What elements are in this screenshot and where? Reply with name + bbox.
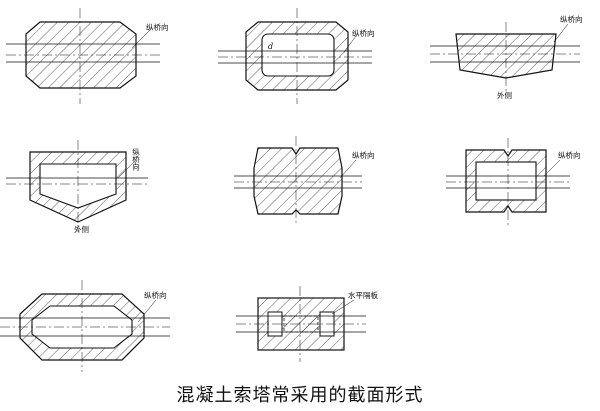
section-solid-notched: 纵桥向 <box>234 136 375 226</box>
label-outer-side-1: 外侧 <box>497 90 512 100</box>
label-longitudinal-1: 纵桥向 <box>146 22 169 32</box>
label-longitudinal-2: 纵桥向 <box>352 28 375 38</box>
label-longitudinal-4: 纵桥向 <box>131 148 140 171</box>
section-solid-rounded-rect: 纵桥向 <box>6 8 169 104</box>
label-horizontal-diaphragm: 水平隔板 <box>348 290 378 300</box>
section-solid-tapered: 纵桥向 外侧 <box>430 14 583 100</box>
section-hollow-chamfered-rect: d 纵桥向 <box>218 8 375 104</box>
section-hollow-notched: 纵桥向 <box>446 138 581 226</box>
label-longitudinal-7: 纵桥向 <box>144 290 167 300</box>
label-longitudinal-3: 纵桥向 <box>560 14 583 24</box>
label-longitudinal-6: 纵桥向 <box>558 150 581 160</box>
label-outer-side-2: 外侧 <box>74 224 89 234</box>
section-hollow-pointed-bottom: 纵桥向 外侧 <box>6 140 148 234</box>
label-longitudinal-5: 纵桥向 <box>352 150 375 160</box>
d-symbol: d <box>268 42 273 51</box>
figure-caption: 混凝土索塔常采用的截面形式 <box>176 385 424 406</box>
section-hollow-octagon: 纵桥向 <box>0 280 170 372</box>
section-diaphragm: 水平隔板 <box>236 286 378 362</box>
